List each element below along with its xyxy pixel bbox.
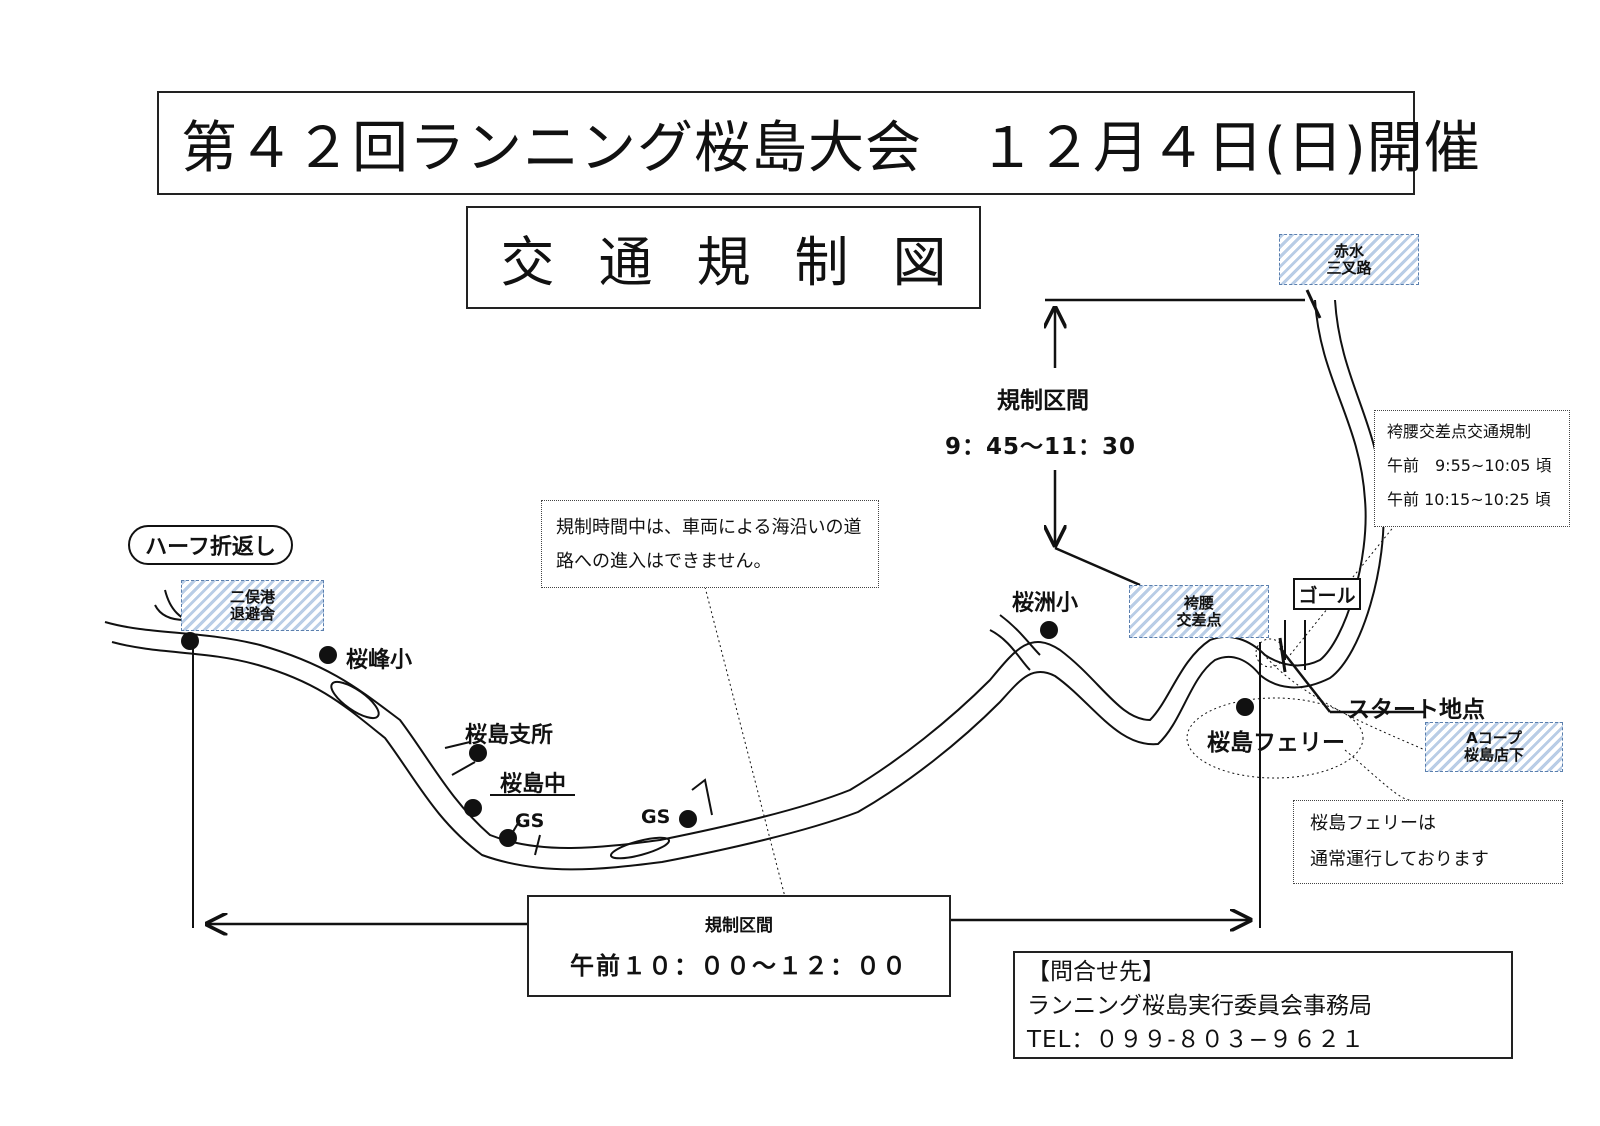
half-turn-badge: ハーフ折返し (128, 525, 293, 565)
oushu-label: 桜洲小 (1012, 591, 1079, 616)
half-turn-label: ハーフ折返し (145, 535, 276, 560)
coastal-note: 規制時間中は、車両による海沿いの道路への進入はできません。 (541, 500, 879, 588)
shisho-label: 桜島支所 (465, 723, 554, 748)
coastal-note-text: 規制時間中は、車両による海沿いの道路への進入はできません。 (556, 517, 862, 572)
reg-main-box: 規制区間 午前１０：００～１２：００ (527, 895, 951, 997)
gs1-label: GS (515, 810, 545, 832)
main-title: 第４２回ランニング桜島大会 １２月４日(日)開催 (181, 115, 1481, 181)
road-spur-4 (989, 614, 1041, 671)
road-edge-upper (104, 299, 1367, 849)
goal-label: ゴール (1298, 584, 1356, 607)
acoop-label: Aコープ 桜島店下 (1463, 729, 1524, 764)
subtitle-box: 交通規制図 (466, 206, 981, 309)
reg-upper-label: 規制区間 (997, 388, 1089, 414)
reg-upper-time: 9：45～11：30 (945, 434, 1137, 460)
hakama-note: 袴腰交差点交通規制 午前 9:55~10:05 頃 午前 10:15~10:25… (1374, 410, 1570, 527)
reg-main-time: 午前１０：００～１２：００ (570, 952, 908, 980)
road-spur-5 (1284, 620, 1306, 670)
futamata-box: 二俣港 退避舎 (181, 580, 324, 631)
goal-box: ゴール (1293, 578, 1361, 610)
reg-main-label: 規制区間 (705, 916, 773, 936)
hakama-note-line1: 午前 9:55~10:05 頃 (1387, 456, 1552, 475)
contact-tel: TEL：０９９-８０３−９６２１ (1027, 1027, 1365, 1053)
contact-heading: 【問合せ先】 (1027, 959, 1165, 985)
acoop-box: Aコープ 桜島店下 (1425, 722, 1563, 772)
hakama-note-line2: 午前 10:15~10:25 頃 (1387, 490, 1551, 509)
hakama-cross-label: 袴腰 交差点 (1176, 593, 1222, 629)
hakama-cross-box: 袴腰 交差点 (1129, 585, 1269, 638)
ferry-note-line2: 通常運行しております (1310, 849, 1489, 870)
contact-box: 【問合せ先】 ランニング桜島実行委員会事務局 TEL：０９９-８０３−９６２１ (1013, 951, 1513, 1059)
gs2-label: GS (641, 806, 671, 828)
ferry-note-line1: 桜島フェリーは (1310, 813, 1436, 834)
road-edge-lower (111, 299, 1385, 871)
chu-label: 桜島中 (500, 772, 567, 797)
ferry-note: 桜島フェリーは 通常運行しております (1293, 800, 1563, 884)
contact-org: ランニング桜島実行委員会事務局 (1027, 993, 1372, 1019)
hakama-note-title: 袴腰交差点交通規制 (1387, 422, 1532, 441)
subtitle: 交通規制図 (500, 231, 991, 294)
akamizu-box: 赤水 三叉路 (1279, 234, 1419, 285)
start-label: スタート地点 (1347, 697, 1485, 723)
ferry-label: 桜島フェリー (1207, 730, 1345, 756)
oumine-label: 桜峰小 (346, 648, 413, 673)
futamata-label: 二俣港 退避舎 (229, 587, 275, 623)
road-spur-3 (691, 778, 713, 816)
road-spur-1 (444, 741, 476, 776)
main-title-box: 第４２回ランニング桜島大会 １２月４日(日)開催 (157, 91, 1480, 195)
akamizu-label: 赤水 三叉路 (1326, 241, 1372, 277)
